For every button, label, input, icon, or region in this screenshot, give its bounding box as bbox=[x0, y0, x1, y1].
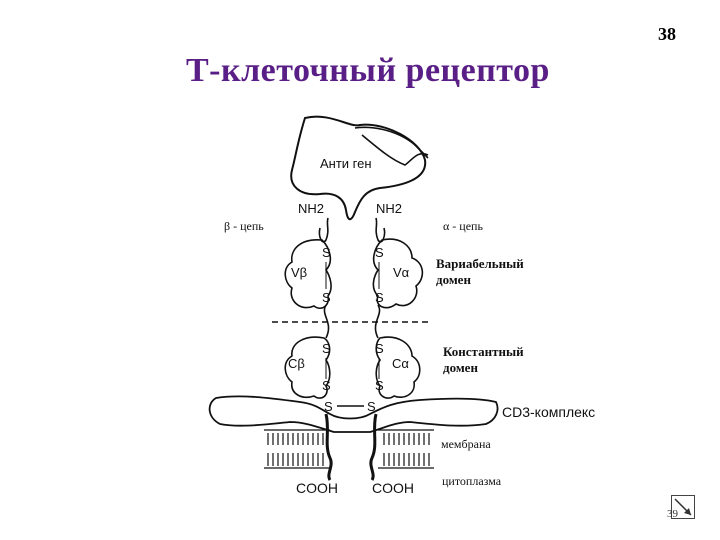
s-va-top: S bbox=[375, 245, 384, 260]
s-cb-1: S bbox=[322, 341, 331, 356]
constant-domain-label: Константный домен bbox=[443, 344, 527, 375]
cd3-complex-label: CD3-комплекс bbox=[502, 404, 595, 420]
s-ca-1: S bbox=[375, 341, 384, 356]
alpha-chain-label: α - цепь bbox=[443, 219, 483, 233]
constant-domain-line2: домен bbox=[443, 360, 478, 375]
beta-chain-top bbox=[319, 218, 328, 242]
next-slide-number: 39 bbox=[667, 508, 678, 520]
v-alpha-label: Vα bbox=[393, 265, 410, 280]
antigen-label: Анти ген bbox=[320, 156, 372, 171]
beta-chain-label: β - цепь bbox=[224, 219, 264, 233]
cd3-complex-shape bbox=[210, 396, 498, 432]
cooh-left-label: COOH bbox=[296, 480, 338, 496]
alpha-transmembrane bbox=[371, 414, 376, 480]
variable-domain-line2: домен bbox=[436, 272, 471, 287]
c-beta-label: Cβ bbox=[288, 356, 305, 371]
variable-domain-label: Вариабельный домен bbox=[436, 256, 527, 287]
membrane-label: мембрана bbox=[441, 437, 491, 451]
variable-domain-line1: Вариабельный bbox=[436, 256, 524, 271]
s-vb-bottom: S bbox=[322, 290, 331, 305]
s-va-bottom: S bbox=[375, 290, 384, 305]
cytoplasm-label: цитоплазма bbox=[442, 474, 502, 488]
membrane-bilayer bbox=[264, 430, 434, 468]
s-vb-top: S bbox=[322, 245, 331, 260]
nh2-left-label: NH2 bbox=[298, 201, 324, 216]
c-alpha-label: Cα bbox=[392, 356, 409, 371]
s-ca-2: S bbox=[375, 378, 384, 393]
v-beta-label: Vβ bbox=[291, 265, 307, 280]
constant-domain-line1: Константный bbox=[443, 344, 524, 359]
beta-transmembrane bbox=[326, 414, 331, 480]
nh2-right-label: NH2 bbox=[376, 201, 402, 216]
s-cb-2: S bbox=[322, 378, 331, 393]
alpha-chain-top bbox=[376, 218, 385, 242]
cooh-right-label: COOH bbox=[372, 480, 414, 496]
